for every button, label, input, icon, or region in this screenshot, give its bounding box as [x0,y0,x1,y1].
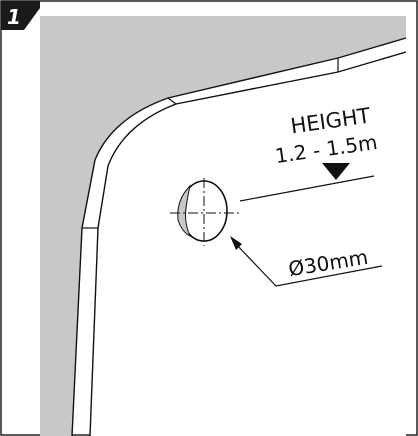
door-outer-edge [71,37,407,436]
wall-surface [40,16,406,436]
height-marker-icon [322,163,350,180]
diameter-leader-line [233,241,383,287]
step-badge [1,1,40,30]
diameter-leader-arrowhead [230,236,242,250]
door-panel [90,52,406,436]
height-reference-line [239,175,375,202]
step-number: 1 [7,5,21,29]
bevel-line-corner [167,97,177,105]
cable-hole-inner-shade [177,184,191,238]
